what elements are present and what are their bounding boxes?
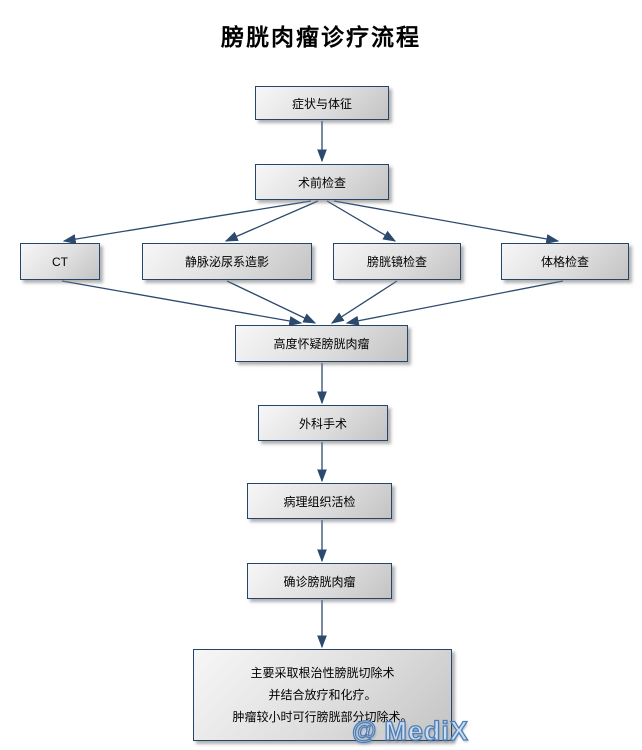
node-symptoms-signs: 症状与体征 <box>255 86 389 120</box>
edge-physical-to-suspect <box>345 280 564 326</box>
edge-preop-to-physical <box>333 200 560 244</box>
node-confirmed-diagnosis: 确诊膀胱肉瘤 <box>247 563 392 599</box>
node-ct: CT <box>20 243 100 280</box>
node-surgery: 外科手术 <box>258 405 388 441</box>
node-high-suspicion: 高度怀疑膀胱肉瘤 <box>235 325 408 362</box>
edge-cystoscopy-to-suspect <box>330 280 398 324</box>
page-title: 膀胱肉瘤诊疗流程 <box>221 24 421 50</box>
node-intravenous-urography: 静脉泌尿系造影 <box>142 243 312 280</box>
edge-preop-to-cystoscopy <box>326 200 397 242</box>
node-physical-exam: 体格检查 <box>501 243 629 280</box>
node-pathology-biopsy: 病理组织活检 <box>247 483 392 519</box>
node-preoperative-exam: 术前检查 <box>255 164 389 200</box>
edge-ct-to-suspect <box>61 280 303 326</box>
edge-ivu-to-suspect <box>226 280 317 324</box>
at-spiral-icon: @ <box>351 716 378 745</box>
node-cystoscopy: 膀胱镜检查 <box>333 243 461 280</box>
edge-preop-to-ct <box>62 200 312 245</box>
treatment-line-2: 并结合放疗和化疗。 <box>268 688 377 702</box>
treatment-line-1: 主要采取根治性膀胱切除术 <box>250 666 395 680</box>
edge-preop-to-ivu <box>224 200 319 242</box>
medix-watermark-text: MediX <box>384 715 469 746</box>
medix-watermark: @ MediX <box>351 715 469 747</box>
treatment-line-3: 肿瘤较小时可行膀胱部分切除术。 <box>232 710 413 724</box>
node-treatment-plan: 主要采取根治性膀胱切除术 并结合放疗和化疗。 肿瘤较小时可行膀胱部分切除术。 <box>193 649 452 741</box>
